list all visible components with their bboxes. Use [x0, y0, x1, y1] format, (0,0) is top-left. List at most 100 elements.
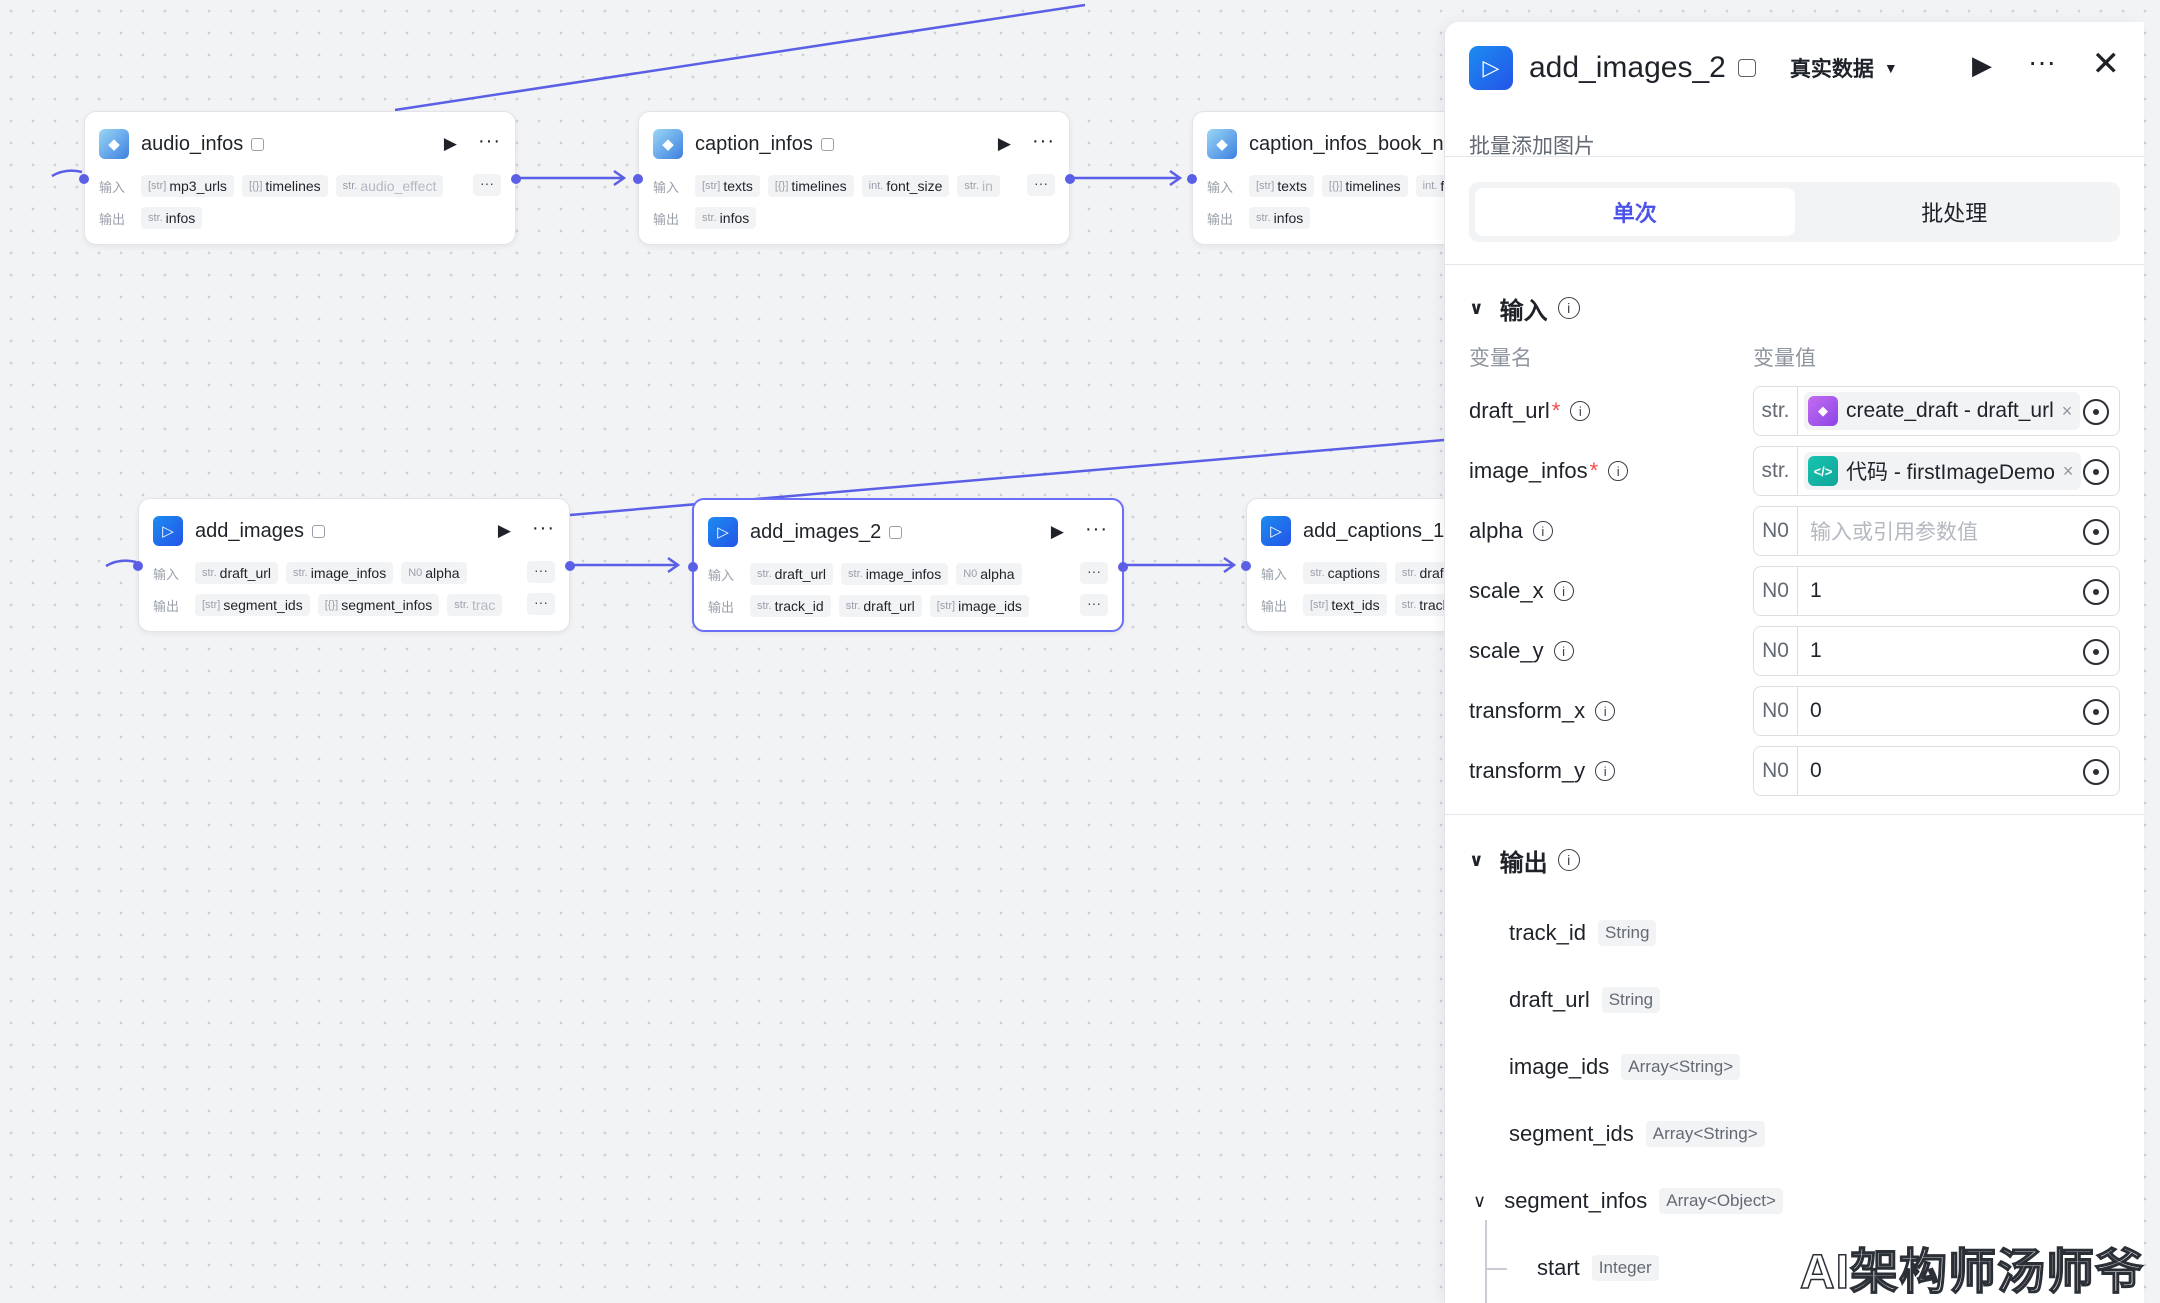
type-badge: N0	[1754, 567, 1798, 615]
param-name: image_infos	[1469, 458, 1588, 483]
output-field: image_ids Array<String>	[1509, 1050, 1741, 1084]
variable-select-icon[interactable]	[2083, 639, 2109, 665]
remove-reference-icon[interactable]: ×	[2061, 400, 2073, 421]
node-caption-infos[interactable]: ◆ caption_infos ▶ ··· 输入 [str]texts [{}]…	[633, 111, 1075, 245]
more-inputs-button[interactable]: ···	[1080, 562, 1108, 584]
info-icon[interactable]: i	[1557, 297, 1580, 319]
tab-single[interactable]: 单次	[1475, 188, 1795, 236]
run-icon[interactable]: ▶	[497, 521, 511, 540]
tab-batch[interactable]: 批处理	[1921, 201, 1988, 226]
output-type-badge: String	[1598, 920, 1657, 946]
param-input-placeholder[interactable]: 输入或引用参数值	[1810, 521, 1978, 544]
node-output-port[interactable]	[1065, 174, 1075, 184]
more-icon[interactable]: ···	[532, 517, 555, 539]
cube-icon: ◆	[1808, 396, 1838, 426]
node-input-port[interactable]	[133, 561, 143, 571]
remove-reference-icon[interactable]: ×	[2062, 460, 2074, 481]
output-type-badge: Array<Object>	[1659, 1188, 1783, 1214]
output-chip: [str]text_ids	[1303, 594, 1387, 616]
run-icon[interactable]: ▶	[1972, 50, 1992, 80]
node-audio-infos[interactable]: ◆ audio_infos ▶ ··· 输入 [str]mp3_urls [{}…	[79, 111, 521, 245]
param-input[interactable]: 1	[1810, 579, 1822, 602]
run-icon[interactable]: ▶	[997, 134, 1011, 153]
tree-connector	[1485, 1268, 1507, 1270]
more-outputs-button[interactable]: ···	[527, 593, 555, 615]
info-icon[interactable]: i	[1608, 461, 1629, 481]
more-icon[interactable]: ···	[478, 130, 501, 152]
node-input-port[interactable]	[1241, 561, 1251, 571]
cube-icon: ◆	[653, 129, 683, 159]
param-scale-x: scale_x i N0 1	[1469, 566, 2120, 616]
output-name: draft_url	[1509, 987, 1590, 1012]
node-input-port[interactable]	[79, 174, 89, 184]
node-outputs-row: 输出 str.infos	[653, 206, 1055, 230]
more-icon[interactable]: ···	[1032, 130, 1055, 152]
node-add-images[interactable]: ▷ add_images ▶ ··· 输入 str.draft_url str.…	[133, 498, 575, 632]
variable-select-icon[interactable]	[2083, 399, 2109, 425]
more-icon[interactable]: ···	[1085, 518, 1108, 540]
close-icon[interactable]: ✕	[2091, 45, 2121, 83]
node-output-port[interactable]	[1118, 562, 1128, 572]
param-value-field[interactable]: str. ◆ create_draft - draft_url ×	[1753, 386, 2120, 436]
node-output-port[interactable]	[511, 174, 521, 184]
variable-reference-chip[interactable]: </> 代码 - firstImageDemo ×	[1804, 452, 2082, 490]
param-value-field[interactable]: N0 0	[1753, 746, 2120, 796]
node-outputs-row: 输出 [str]text_ids str.track	[1261, 593, 1663, 617]
param-name: scale_x	[1469, 578, 1544, 603]
output-section-header[interactable]: ∨ 输出 i	[1469, 842, 1580, 878]
variable-select-icon[interactable]	[2083, 699, 2109, 725]
variable-select-icon[interactable]	[2083, 519, 2109, 545]
more-outputs-button[interactable]: ···	[1080, 594, 1108, 616]
param-value-field[interactable]: N0 1	[1753, 566, 2120, 616]
reference-text: 代码 - firstImageDemo	[1846, 461, 2055, 484]
node-input-port[interactable]	[633, 174, 643, 184]
divider	[1445, 264, 2144, 265]
param-input[interactable]: 1	[1810, 639, 1822, 662]
inputs-label: 输入	[653, 179, 680, 195]
param-value-field[interactable]: N0 0	[1753, 686, 2120, 736]
variable-select-icon[interactable]	[2083, 759, 2109, 785]
info-icon[interactable]: i	[1570, 401, 1591, 421]
node-add-images-2[interactable]: ▷ add_images_2 ▶ ··· 输入 str.draft_url st…	[688, 498, 1128, 632]
param-value-field[interactable]: N0 1	[1753, 626, 2120, 676]
run-icon[interactable]: ▶	[1050, 522, 1064, 541]
variable-select-icon[interactable]	[2083, 579, 2109, 605]
panel-header: ▷ add_images_2 真实数据▼ ▶ ··· ✕	[1469, 44, 2120, 92]
node-inputs-row: 输入 str.captions str.draf	[1261, 561, 1663, 585]
output-name: image_ids	[1509, 1054, 1610, 1079]
edge-left-in-2	[105, 559, 137, 568]
output-chip: str.draft_url	[838, 595, 922, 617]
play-icon: ▷	[153, 516, 183, 546]
output-field-expandable[interactable]: ∨ segment_infos Array<Object>	[1473, 1184, 1783, 1218]
info-icon[interactable]: i	[1553, 641, 1574, 661]
run-icon[interactable]: ▶	[443, 134, 457, 153]
edge-arrow-4	[1223, 556, 1237, 574]
info-icon[interactable]: i	[1532, 521, 1553, 541]
info-icon[interactable]: i	[1553, 581, 1574, 601]
info-icon[interactable]: i	[1557, 849, 1580, 871]
variable-select-icon[interactable]	[2083, 459, 2109, 485]
more-icon[interactable]: ···	[2028, 46, 2056, 77]
output-chip: str.infos	[695, 207, 757, 229]
output-chip: [{}]segment_infos	[317, 594, 440, 616]
input-chip: [{}]timelines	[767, 175, 854, 197]
more-inputs-button[interactable]: ···	[473, 174, 501, 196]
param-input[interactable]: 0	[1810, 759, 1822, 782]
node-input-port[interactable]	[1187, 174, 1197, 184]
param-value-field[interactable]: str. </> 代码 - firstImageDemo ×	[1753, 446, 2120, 496]
input-section-header[interactable]: ∨ 输入 i	[1469, 290, 1580, 326]
node-output-port[interactable]	[565, 561, 575, 571]
type-badge: N0	[1754, 747, 1798, 795]
more-inputs-button[interactable]: ···	[527, 561, 555, 583]
more-inputs-button[interactable]: ···	[1027, 174, 1055, 196]
node-input-port[interactable]	[688, 562, 698, 572]
param-value-field[interactable]: N0 输入或引用参数值	[1753, 506, 2120, 556]
output-section-title: 输出	[1499, 849, 1548, 877]
data-mode-select[interactable]: 真实数据▼	[1790, 53, 1898, 83]
info-icon[interactable]: i	[1595, 701, 1616, 721]
variable-reference-chip[interactable]: ◆ create_draft - draft_url ×	[1804, 392, 2081, 430]
param-input[interactable]: 0	[1810, 699, 1822, 722]
info-icon[interactable]: i	[1595, 761, 1616, 781]
